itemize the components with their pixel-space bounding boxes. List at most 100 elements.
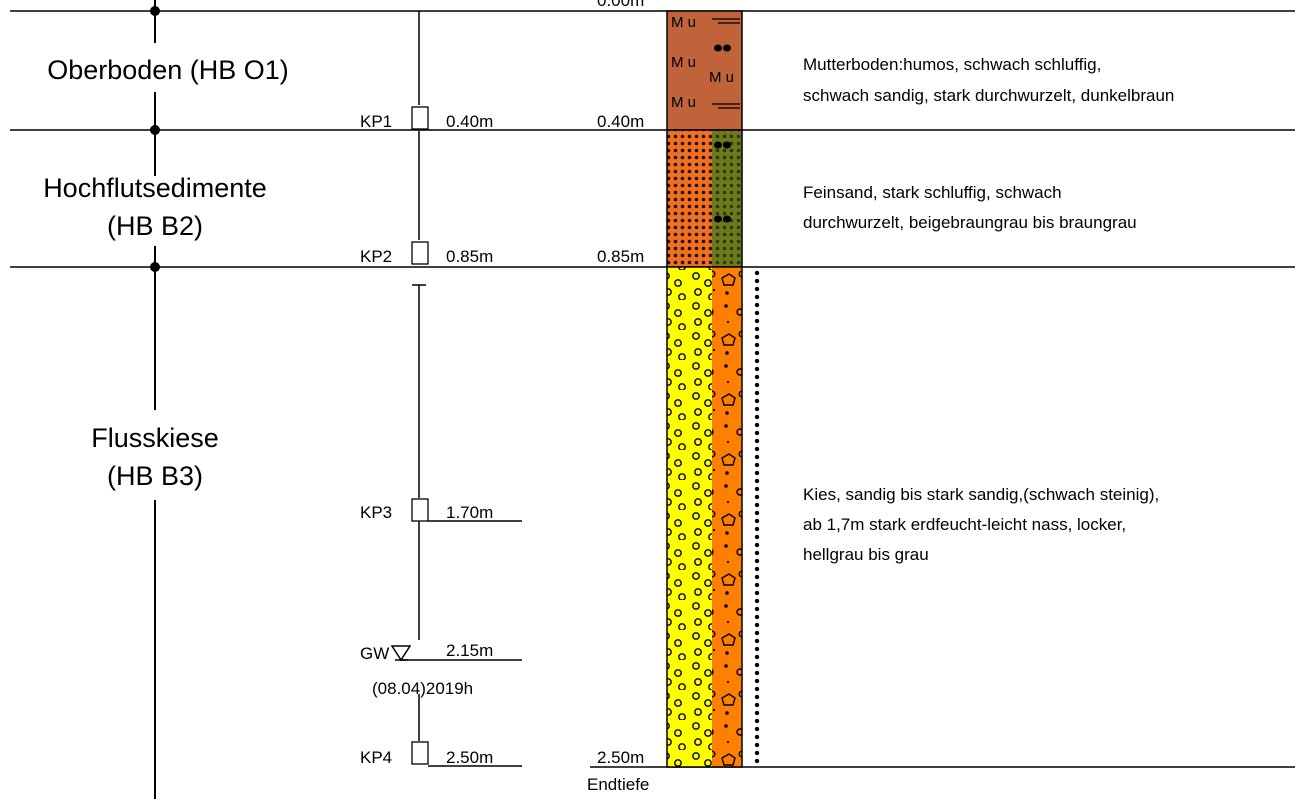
moisture-dot [754, 366, 760, 372]
moisture-dot [754, 718, 760, 724]
layer-3-depth: 2.50m [597, 748, 644, 767]
sample-kp2-label: KP2 [360, 247, 392, 266]
moisture-dot [754, 662, 760, 668]
layer-3-description-line2: ab 1,7m stark erdfeucht-leicht nass, loc… [803, 515, 1126, 534]
moisture-dot [754, 590, 760, 596]
layer-2-description-line2: durchwurzelt, beigebraungrau bis braungr… [803, 213, 1137, 232]
sample-box-kp4 [411, 741, 429, 765]
moisture-dot [754, 350, 760, 356]
moisture-dot [754, 750, 760, 756]
moisture-dot [754, 406, 760, 412]
moisture-dot [754, 446, 760, 452]
moisture-dot [754, 334, 760, 340]
moisture-dot [754, 566, 760, 572]
moisture-dot [754, 710, 760, 716]
layer-1-description-line1: Mutterboden:humos, schwach schluffig, [803, 55, 1101, 74]
moisture-dot [754, 502, 760, 508]
moisture-dot [754, 686, 760, 692]
moisture-dot [754, 382, 760, 388]
layer-2-description-line1: Feinsand, stark schluffig, schwach [803, 183, 1062, 202]
mu-label-4: M u [671, 94, 696, 111]
moisture-dot [754, 614, 760, 620]
sample-depth-lines [400, 520, 522, 767]
layer-3-name-line1: Flusskiese [91, 423, 219, 453]
moisture-dot [754, 726, 760, 732]
sample-box-kp3 [411, 498, 429, 522]
moisture-dot [754, 702, 760, 708]
moisture-dot [754, 638, 760, 644]
column-layer-1 [666, 10, 743, 131]
moisture-dot [754, 510, 760, 516]
root-symbols [714, 44, 731, 223]
layer-2-depth: 0.85m [597, 247, 644, 266]
mu-label-3: M u [709, 69, 734, 86]
sample-kp3-depth: 1.70m [446, 503, 493, 522]
moisture-dot [754, 534, 760, 540]
moisture-dot [754, 606, 760, 612]
layer-2-name-line2: (HB B2) [107, 211, 203, 241]
layer-3-description-line1: Kies, sandig bis stark sandig,(schwach s… [803, 485, 1159, 504]
sample-box-kp1 [411, 106, 429, 130]
groundwater-icon [390, 645, 412, 662]
moisture-dot [754, 398, 760, 404]
sample-kp1-label: KP1 [360, 112, 392, 131]
moisture-dot [754, 646, 760, 652]
mu-label-2: M u [671, 54, 696, 71]
layer-1-depth: 0.40m [597, 112, 644, 131]
moisture-dot [754, 270, 760, 276]
moisture-dot [754, 478, 760, 484]
sample-kp4-label: KP4 [360, 748, 392, 767]
moisture-dot [754, 422, 760, 428]
moisture-dot [754, 278, 760, 284]
groundwater-depth: 2.15m [446, 641, 493, 660]
silt-dash-symbols [712, 18, 740, 109]
moisture-dot [754, 542, 760, 548]
moisture-dot [754, 294, 760, 300]
sample-box-kp2 [411, 241, 429, 265]
horizon-axis [150, 0, 160, 799]
layer-3-name-line2: (HB B3) [107, 461, 203, 491]
sample-kp4-depth: 2.50m [446, 748, 493, 767]
moisture-dot [754, 494, 760, 500]
moisture-dot [754, 438, 760, 444]
moisture-dot [754, 374, 760, 380]
groundwater-date: (08.04)2019h [372, 679, 473, 698]
layer-3-description-line3: hellgrau bis grau [803, 545, 929, 564]
moisture-dot [754, 654, 760, 660]
moisture-dot [754, 318, 760, 324]
moisture-dots [754, 270, 760, 764]
moisture-dot [754, 326, 760, 332]
moisture-dot [754, 694, 760, 700]
moisture-dot [754, 582, 760, 588]
moisture-dot [754, 286, 760, 292]
moisture-dot [754, 430, 760, 436]
moisture-dot [754, 310, 760, 316]
mu-label-1: M u [671, 14, 696, 31]
layer-1-name: Oberboden (HB O1) [47, 55, 289, 85]
moisture-dot [754, 486, 760, 492]
moisture-dot [754, 302, 760, 308]
moisture-dot [754, 742, 760, 748]
moisture-dot [754, 470, 760, 476]
layer-1-description-line2: schwach sandig, stark durchwurzelt, dunk… [803, 86, 1174, 105]
moisture-dot [754, 758, 760, 764]
moisture-dot [754, 630, 760, 636]
moisture-dot [754, 550, 760, 556]
groundwater-label: GW [360, 644, 389, 663]
sample-kp3-label: KP3 [360, 503, 392, 522]
moisture-dot [754, 526, 760, 532]
column-top-label: 0.00m [597, 0, 644, 10]
moisture-dot [754, 462, 760, 468]
moisture-dot [754, 342, 760, 348]
sample-axis [412, 11, 426, 741]
moisture-dot [754, 358, 760, 364]
moisture-dot [754, 454, 760, 460]
moisture-dot [754, 622, 760, 628]
moisture-dot [754, 678, 760, 684]
moisture-dot [754, 518, 760, 524]
moisture-dot [754, 558, 760, 564]
moisture-dot [754, 414, 760, 420]
end-depth-label: Endtiefe [587, 775, 649, 794]
sample-kp2-depth: 0.85m [446, 247, 493, 266]
